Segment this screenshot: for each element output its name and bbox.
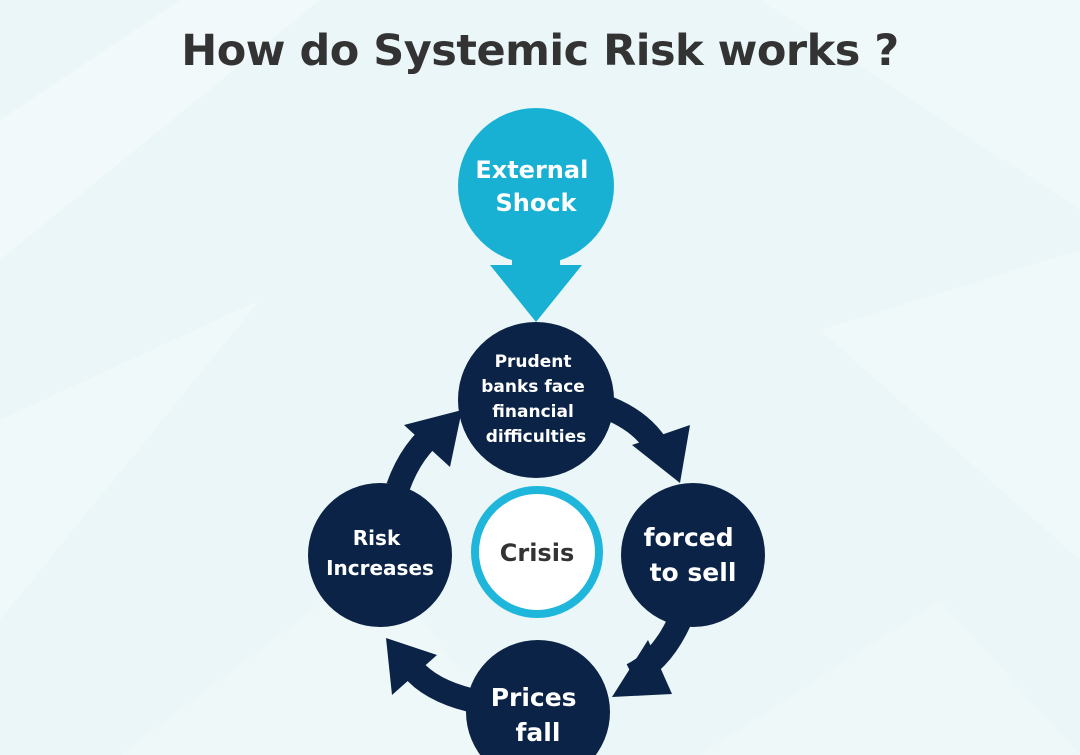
forced-to-sell-node: forced to sell: [621, 483, 765, 627]
forced-to-sell-label-line-1: forced: [644, 523, 734, 552]
forced-to-sell-label-line-2: to sell: [650, 558, 737, 587]
arrowhead-risk-to-banks: [404, 410, 462, 467]
prudent-banks-label-line-2: banks face: [481, 377, 585, 397]
arrow-prices-to-risk: [402, 660, 474, 712]
crisis-ring: [471, 486, 603, 618]
svg-text:forced to sell: forced to sell: [644, 523, 743, 587]
risk-increases-label-line-1: Risk: [353, 526, 401, 550]
svg-text:Risk Increases: Risk Increases: [326, 526, 434, 580]
external-shock-circle: [458, 108, 614, 264]
prudent-banks-node: Prudent banks face financial difficultie…: [458, 322, 614, 478]
risk-increases-circle: [308, 483, 452, 627]
prudent-banks-label-line-4: difficulties: [486, 427, 587, 447]
page-title: How do Systemic Risk works ?: [181, 26, 899, 76]
prudent-banks-label-line-1: Prudent: [495, 352, 572, 372]
crisis-center: Crisis: [471, 486, 603, 618]
prudent-banks-label-line-3: financial: [492, 402, 573, 422]
external-shock-label-line-2: Shock: [495, 189, 577, 217]
cycle-arrowheads: [386, 410, 690, 697]
external-shock-label-line-1: External: [475, 156, 588, 184]
svg-text:Prices fall: Prices fall: [491, 683, 586, 747]
svg-text:Prudent banks face: Prudent banks face financial difficultie…: [481, 352, 590, 447]
arrowhead-sell-to-prices: [612, 640, 672, 697]
svg-text:External Shock: External Shock: [475, 156, 596, 217]
prices-fall-circle: [466, 640, 610, 755]
prudent-banks-circle: [458, 322, 614, 478]
crisis-label: Crisis: [500, 539, 574, 567]
risk-increases-node: Risk Increases: [308, 483, 452, 627]
arrowhead-prices-to-risk: [386, 638, 437, 695]
risk-increases-label-line-2: Increases: [326, 556, 434, 580]
prices-fall-node: Prices fall: [466, 640, 610, 755]
arrowhead-banks-to-sell: [632, 425, 690, 483]
external-shock-node: External Shock: [458, 108, 614, 322]
prices-fall-label-line-1: Prices: [491, 683, 577, 712]
prices-fall-label-line-2: fall: [516, 718, 561, 747]
forced-to-sell-circle: [621, 483, 765, 627]
